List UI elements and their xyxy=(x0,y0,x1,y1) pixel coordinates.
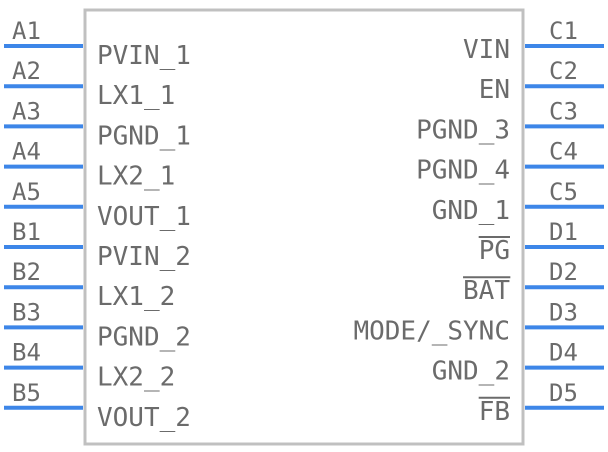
pin-name-d4: GND_2 xyxy=(432,357,510,387)
pin-name-d1: PG xyxy=(479,236,510,266)
pin-name-c1: VIN xyxy=(463,35,510,65)
pin-number-a4: A4 xyxy=(12,138,41,166)
pin-name-d2: BAT xyxy=(463,276,510,306)
pin-name-b3: PGND_2 xyxy=(97,322,191,352)
pin-number-b2: B2 xyxy=(12,258,41,286)
pin-name-b2: LX1_2 xyxy=(97,282,175,312)
pin-name-a1: PVIN_1 xyxy=(97,41,191,71)
pin-number-a2: A2 xyxy=(12,57,41,85)
component-body xyxy=(83,8,525,446)
pin-name-b5: VOUT_2 xyxy=(97,403,191,433)
pin-number-d4: D4 xyxy=(549,339,578,367)
pin-name-d5: FB xyxy=(479,397,510,427)
pin-name-a2: LX1_1 xyxy=(97,81,175,111)
pin-number-b3: B3 xyxy=(12,298,41,326)
pin-name-c4: PGND_4 xyxy=(416,156,510,186)
pin-number-a3: A3 xyxy=(12,97,41,125)
pin-number-d2: D2 xyxy=(549,258,578,286)
pin-number-b4: B4 xyxy=(12,339,41,367)
pin-name-c3: PGND_3 xyxy=(416,115,510,145)
pin-number-d1: D1 xyxy=(549,218,578,246)
pin-name-d3: MODE/_SYNC xyxy=(353,316,510,346)
pin-number-d3: D3 xyxy=(549,298,578,326)
pin-name-a3: PGND_1 xyxy=(97,121,191,151)
pin-number-d5: D5 xyxy=(549,379,578,407)
pin-name-b4: LX2_2 xyxy=(97,363,175,393)
pin-number-a5: A5 xyxy=(12,178,41,206)
pin-name-a4: LX2_1 xyxy=(97,162,175,192)
pin-name-a5: VOUT_1 xyxy=(97,202,191,232)
pin-number-b1: B1 xyxy=(12,218,41,246)
pin-name-b1: PVIN_2 xyxy=(97,242,191,272)
pin-number-b5: B5 xyxy=(12,379,41,407)
pin-name-c5: GND_1 xyxy=(432,196,510,226)
pin-number-a1: A1 xyxy=(12,17,41,45)
pin-number-c2: C2 xyxy=(549,57,578,85)
pin-name-c2: EN xyxy=(479,75,510,105)
pin-number-c5: C5 xyxy=(549,178,578,206)
pin-number-c4: C4 xyxy=(549,138,578,166)
left-pin-group: A1PVIN_1A2LX1_1A3PGND_1A4LX2_1A5VOUT_1B1… xyxy=(4,17,191,433)
pin-number-c3: C3 xyxy=(549,97,578,125)
pin-number-c1: C1 xyxy=(549,17,578,45)
